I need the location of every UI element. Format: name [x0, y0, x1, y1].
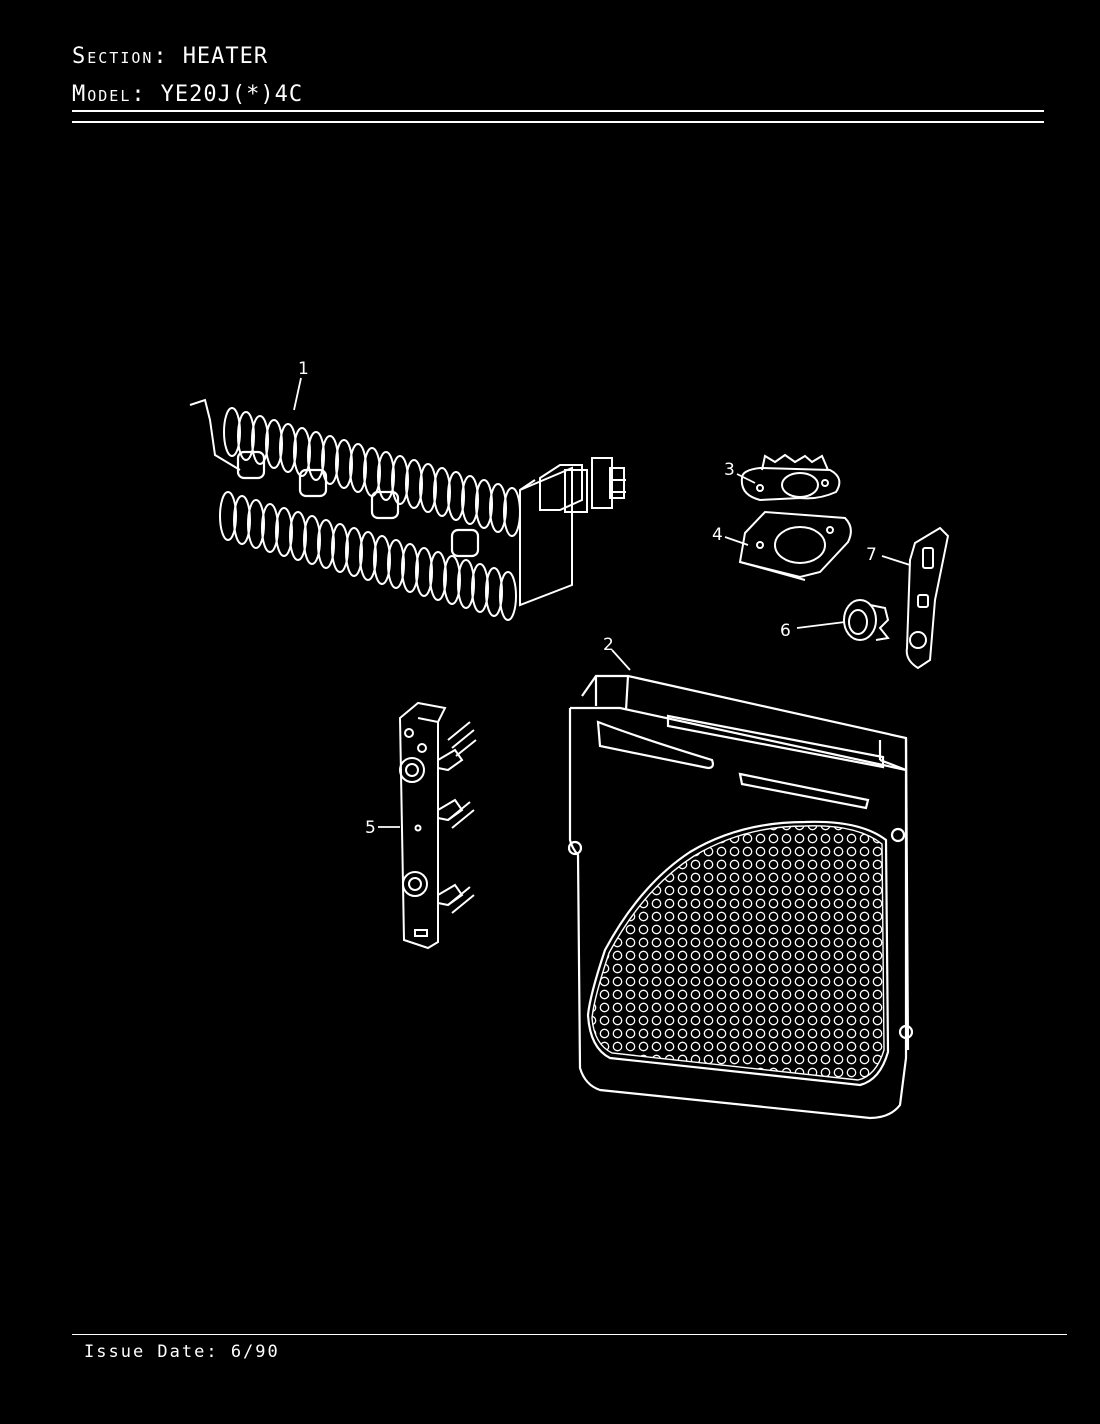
- callout-2: 2: [603, 635, 631, 671]
- model-line: Model: YE20J(*)4C: [72, 82, 303, 107]
- model-label: Model:: [72, 82, 147, 107]
- thermostat-plate: [905, 526, 950, 670]
- high-limit-thermostat: [740, 453, 841, 502]
- model-value: YE20J(*)4C: [160, 82, 304, 107]
- callout-4: 4: [712, 525, 749, 546]
- callout-5: 5: [365, 818, 400, 838]
- thermostat-bracket: [738, 510, 852, 581]
- heater-coil-element: [189, 398, 626, 621]
- callout-7: 7: [866, 545, 911, 566]
- issue-date: Issue Date: 6/90: [84, 1342, 280, 1362]
- callout-6-label: 6: [780, 621, 791, 641]
- callout-1-label: 1: [298, 359, 309, 379]
- terminal-bracket: [398, 701, 477, 950]
- callout-5-label: 5: [365, 818, 376, 838]
- callout-4-label: 4: [712, 525, 723, 545]
- callout-7-label: 7: [866, 545, 877, 565]
- callout-2-label: 2: [603, 635, 614, 655]
- section-value: HEATER: [182, 44, 269, 69]
- coil-lower: [219, 491, 517, 621]
- callout-1: 1: [293, 359, 309, 411]
- heater-housing: [567, 674, 914, 1120]
- terminal-block: [519, 457, 626, 607]
- callout-6: 6: [780, 621, 846, 641]
- footer-rule: [72, 1334, 1067, 1335]
- callout-3: 3: [724, 460, 756, 484]
- section-label: Section:: [72, 44, 169, 69]
- header-rule-bottom: [72, 121, 1044, 123]
- callouts: 1 2 3 4 5 6 7: [293, 359, 911, 838]
- coil-upper: [223, 407, 521, 537]
- header-rule-top: [72, 110, 1044, 112]
- section-line: Section: HEATER: [72, 44, 268, 69]
- cycling-thermostat: [843, 599, 890, 641]
- coil-insulators: [236, 450, 480, 558]
- callout-3-label: 3: [724, 460, 735, 480]
